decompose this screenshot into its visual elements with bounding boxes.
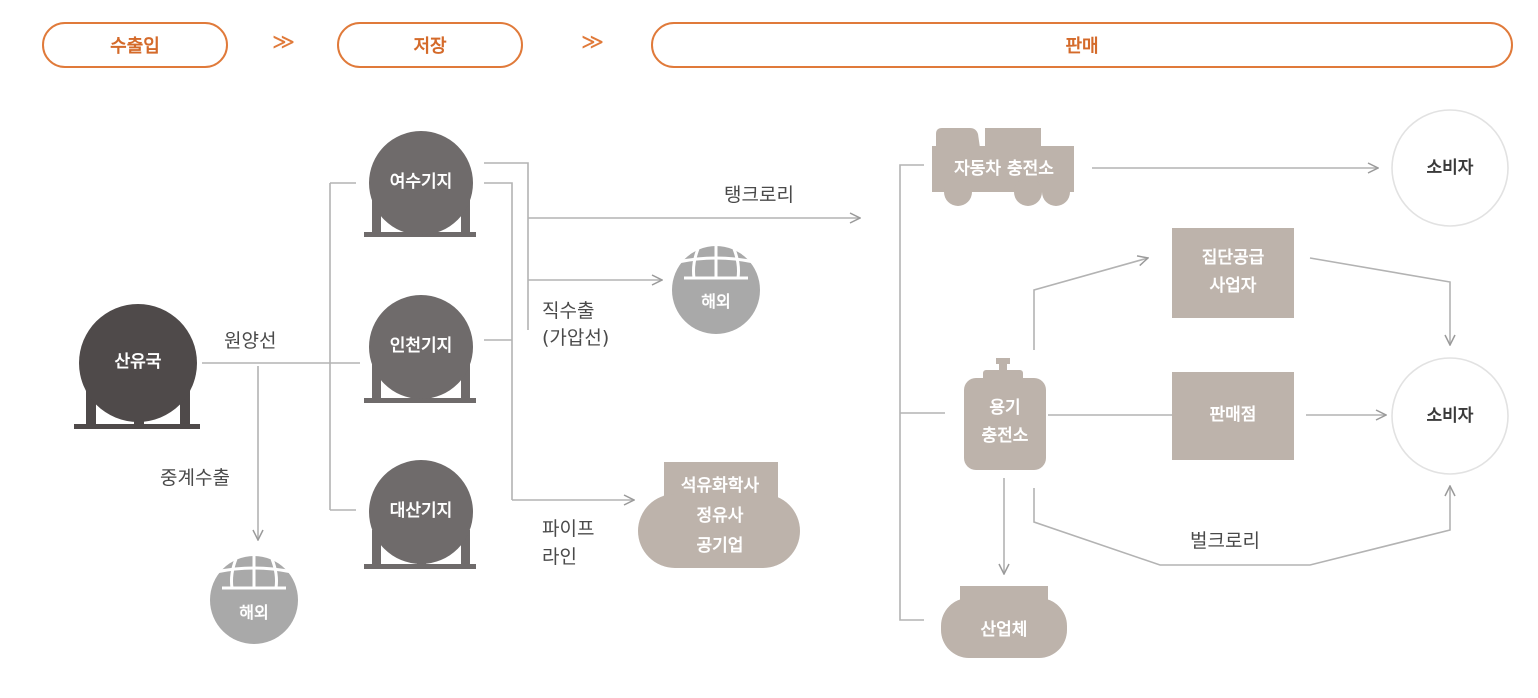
route-bulk-lorry: 벌크로리 — [1190, 530, 1260, 552]
route-direct-export-line2: (가압선) — [542, 327, 610, 349]
overseas-label: 해외 — [239, 603, 269, 622]
cylinder-station-line1: 용기 — [989, 398, 1021, 418]
auto-station-label: 자동차 충전소 — [954, 159, 1054, 179]
terminal-incheon-label: 인천기지 — [389, 336, 453, 356]
consumer-label: 소비자 — [1426, 158, 1474, 178]
consumer-circle — [1391, 357, 1509, 475]
petrochem-shape — [638, 462, 800, 568]
route-relay-export: 중계수출 — [160, 467, 230, 489]
stage-chevron-icon: ≫ — [581, 30, 605, 55]
cylinder-icon — [964, 358, 1046, 470]
route-pipeline-line2: 라인 — [542, 546, 577, 568]
stage-sales: 판매 — [651, 22, 1513, 68]
route-pipeline-line1: 파이프 — [542, 518, 595, 540]
terminal-yeosu-label: 여수기지 — [389, 172, 453, 192]
cylinder-station-line2: 충전소 — [981, 426, 1029, 446]
terminal-tank-shapes — [364, 131, 476, 569]
consumer-label: 소비자 — [1426, 406, 1474, 426]
petrochem-line1: 석유화학사 — [680, 476, 760, 496]
globe-icon — [208, 554, 300, 646]
petrochem-line2: 정유사 — [696, 506, 744, 526]
consumer-circle — [1391, 109, 1509, 227]
group-supply-line2: 사업자 — [1209, 276, 1257, 296]
route-direct-export-line1: 직수출 — [542, 300, 595, 322]
industrial-label: 산업체 — [980, 620, 1028, 640]
industrial-shape — [941, 586, 1067, 658]
stage-storage: 저장 — [337, 22, 523, 68]
group-supply-box — [1172, 228, 1294, 318]
petrochem-line3: 공기업 — [696, 536, 744, 556]
route-ocean-vessel: 원양선 — [224, 330, 277, 352]
stage-import-export: 수출입 — [42, 22, 228, 68]
origin-label: 산유국 — [114, 352, 162, 372]
overseas-label: 해외 — [701, 292, 731, 311]
retail-box — [1172, 372, 1294, 460]
route-tank-lorry: 탱크로리 — [724, 184, 794, 206]
truck-icon — [932, 128, 1074, 206]
terminal-daesan-label: 대산기지 — [389, 501, 453, 521]
stage-chevron-icon: ≫ — [272, 30, 296, 55]
retail-label: 판매점 — [1209, 405, 1257, 425]
group-supply-line1: 집단공급 — [1201, 248, 1265, 268]
origin-tank-shape — [74, 304, 200, 429]
